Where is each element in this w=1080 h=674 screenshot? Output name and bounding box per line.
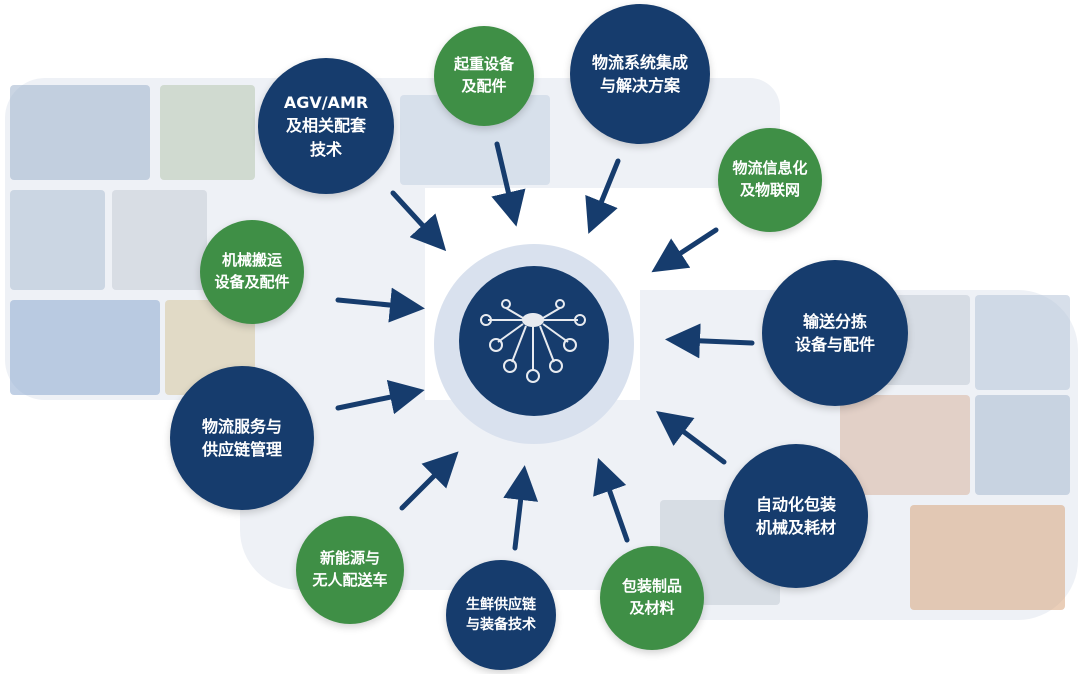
arrow	[335, 287, 425, 323]
category-logistics-iot: 物流信息化 及物联网	[718, 128, 822, 232]
category-cold-chain: 生鲜供应链 与装备技术	[446, 560, 556, 670]
category-conveying-sorting: 输送分拣 设备与配件	[762, 260, 908, 406]
arrow	[503, 465, 539, 551]
category-logistics-service: 物流服务与 供应链管理	[170, 366, 314, 510]
category-agv-amr: AGV/AMR 及相关配套 技术	[258, 58, 394, 194]
category-packaging-products: 包装制品 及材料	[600, 546, 704, 650]
arrow	[585, 158, 621, 234]
photo-tile	[840, 395, 970, 495]
category-lifting-equipment: 起重设备 及配件	[434, 26, 534, 126]
arrow	[593, 457, 630, 543]
category-material-handling: 机械搬运 设备及配件	[200, 220, 304, 324]
category-new-energy-vehicles: 新能源与 无人配送车	[296, 516, 404, 624]
photo-tile	[910, 505, 1065, 610]
photo-tile	[160, 85, 255, 180]
arrow	[390, 190, 447, 252]
category-logistics-integration: 物流系统集成 与解决方案	[570, 4, 710, 144]
arrow	[665, 323, 755, 359]
arrow	[651, 227, 719, 273]
photo-tile	[975, 295, 1070, 390]
arrow	[656, 411, 727, 465]
photo-tile	[975, 395, 1070, 495]
arrow	[399, 451, 459, 511]
photo-tile	[112, 190, 207, 290]
photo-tile	[10, 190, 105, 290]
arrow	[491, 141, 526, 227]
network-hub-icon	[480, 299, 586, 383]
photo-tile	[10, 85, 150, 180]
arrow	[335, 379, 425, 415]
category-packaging-machinery: 自动化包装 机械及耗材	[724, 444, 868, 588]
photo-tile	[10, 300, 160, 395]
